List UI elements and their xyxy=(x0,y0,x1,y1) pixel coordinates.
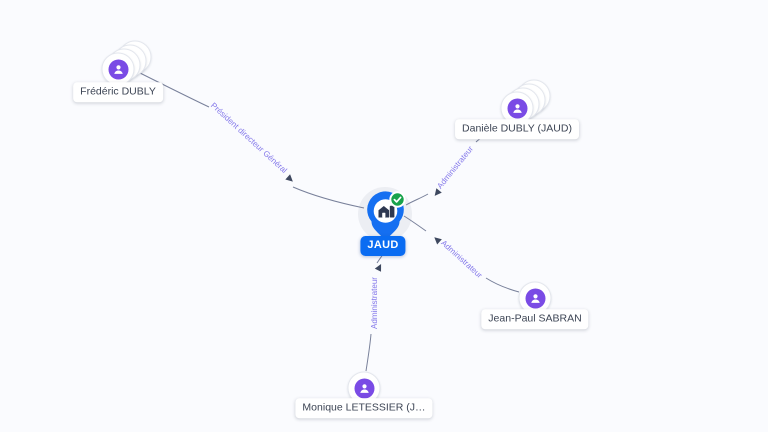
edge-arrow-icon xyxy=(434,237,442,245)
person-label[interactable]: Jean-Paul SABRAN xyxy=(481,309,589,329)
node-circle[interactable] xyxy=(500,91,534,125)
edge-role-label: Administrateur xyxy=(435,144,475,190)
edge-arrow-icon xyxy=(285,174,293,182)
person-icon xyxy=(525,288,545,308)
person-label[interactable]: Frédéric DUBLY xyxy=(73,82,163,102)
edge-frederic-jaud xyxy=(292,186,365,209)
edge-monique-jaud xyxy=(365,333,372,372)
building-icon xyxy=(378,205,395,218)
edge-role-label: Administrateur xyxy=(439,238,484,280)
edge-frederic-jaud xyxy=(139,72,210,108)
person-label[interactable]: Monique LETESSIER (J… xyxy=(295,398,433,418)
edge-role-label-group: Administrateur xyxy=(434,144,475,196)
node-circle[interactable] xyxy=(101,52,135,86)
person-icon xyxy=(507,98,527,118)
edge-role-label-group: Administrateur xyxy=(370,277,379,329)
edge-role-label: Administrateur xyxy=(370,277,379,329)
edge-role-label: Président directeur Général xyxy=(209,101,289,175)
edge-jeanpaul-jaud xyxy=(485,277,520,293)
edge-jeanpaul-jaud xyxy=(403,215,427,232)
person-node-frederic-dubly[interactable] xyxy=(101,40,152,86)
person-label[interactable]: Danièle DUBLY (JAUD) xyxy=(455,119,579,139)
edge-daniele-jaud xyxy=(405,193,429,206)
edge-arrow-group xyxy=(374,263,382,272)
edge-arrow-icon xyxy=(434,188,442,196)
edge-role-label-group: Administrateur xyxy=(434,237,484,280)
edge-role-label-group: Président directeur Général xyxy=(209,101,293,182)
person-icon xyxy=(108,59,128,79)
company-node-jaud[interactable] xyxy=(367,191,406,242)
person-icon xyxy=(354,378,374,398)
company-label[interactable]: JAUD xyxy=(360,236,406,256)
person-node-daniele-dubly[interactable] xyxy=(500,79,551,125)
check-badge-icon xyxy=(389,191,406,208)
edge-arrow-icon xyxy=(374,263,382,272)
